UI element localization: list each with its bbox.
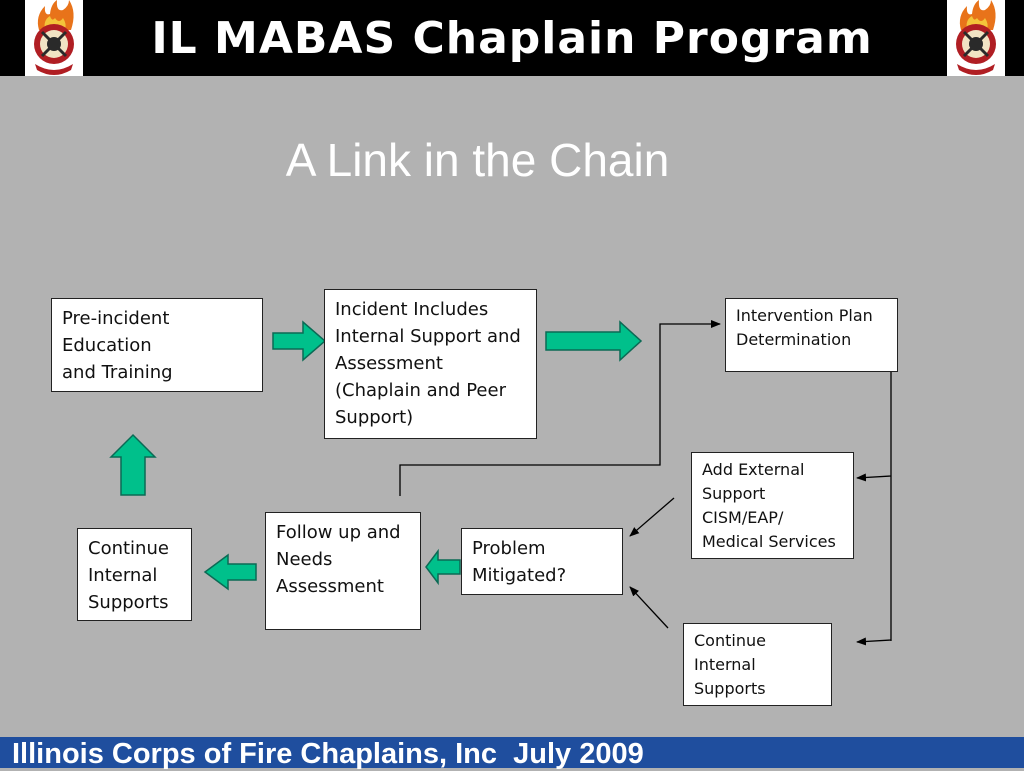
fire-chaplain-emblem-icon	[34, 0, 74, 75]
right-logo	[947, 0, 1005, 76]
left-logo	[25, 0, 83, 76]
footer-bar: Illinois Corps of Fire Chaplains, Inc Ju…	[0, 737, 1024, 770]
fire-chaplain-emblem-icon	[956, 0, 996, 75]
slide-title: A Link in the Chain	[285, 134, 670, 186]
box-continue-internal-left: Continue Internal Supports	[77, 528, 192, 621]
box-continue-internal-right: Continue Internal Supports	[683, 623, 832, 706]
footer-text: Illinois Corps of Fire Chaplains, Inc Ju…	[12, 738, 644, 770]
connector-continue-to-problem	[629, 586, 669, 629]
box-problem-mitigated: Problem Mitigated?	[461, 528, 623, 595]
block-arrow-right-2	[545, 320, 643, 362]
box-incident-includes: Incident Includes Internal Support and A…	[324, 289, 537, 439]
block-arrow-left-2	[203, 553, 257, 591]
block-arrow-up	[109, 433, 157, 496]
box-follow-up: Follow up and Needs Assessment	[265, 512, 421, 630]
box-intervention-plan: Intervention Plan Determination	[725, 298, 898, 372]
header-title: IL MABAS Chaplain Program	[151, 13, 873, 64]
connector-to-continue-right	[856, 637, 892, 646]
connector-external-to-problem	[629, 497, 675, 537]
header-bar: IL MABAS Chaplain Program	[0, 0, 1024, 76]
box-pre-incident: Pre-incident Education and Training	[51, 298, 263, 392]
box-add-external: Add External Support CISM/EAP/ Medical S…	[691, 452, 854, 559]
connector-followup-to-intervention	[399, 320, 721, 496]
connector-to-add-external	[856, 473, 892, 482]
block-arrow-right-1	[272, 320, 327, 362]
block-arrow-left-1	[425, 548, 461, 586]
